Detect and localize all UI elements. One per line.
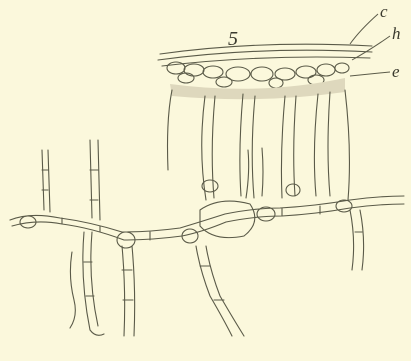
label-leader-lines: [0, 0, 411, 357]
botanical-figure: 5 c h e: [0, 0, 411, 357]
